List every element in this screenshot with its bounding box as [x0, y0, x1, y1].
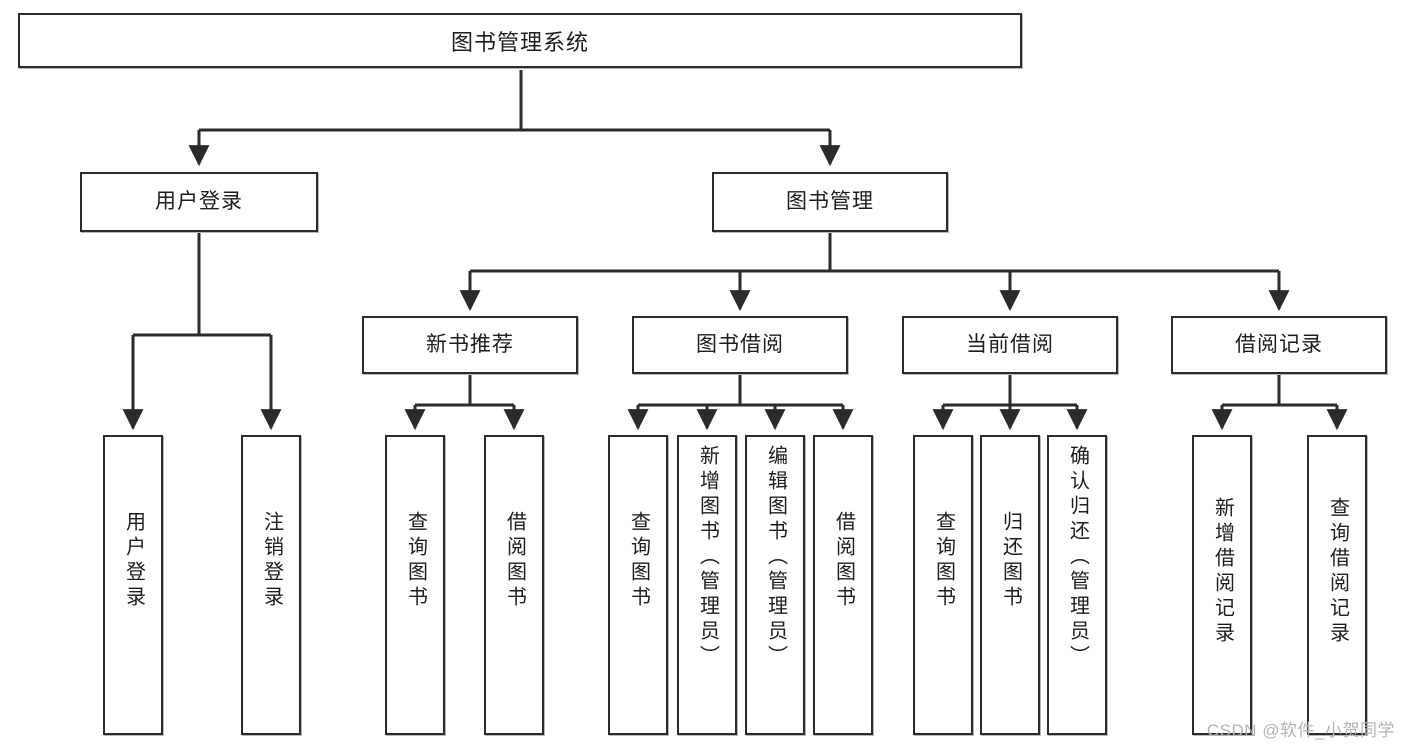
- node-label: 图书管理系统: [450, 29, 589, 55]
- node-leaf-record-query-record[interactable]: 查询借阅记录: [1307, 435, 1367, 735]
- node-label: 借阅记录: [1235, 333, 1323, 357]
- node-label: 新增借阅记录: [1211, 497, 1234, 647]
- node-leaf-borrow-edit-book-admin[interactable]: 编辑图书（管理员）: [745, 435, 805, 735]
- node-label: 编辑图书（管理员）: [764, 445, 787, 670]
- node-label: 查询借阅记录: [1326, 497, 1349, 647]
- node-label: 查询图书: [404, 511, 427, 611]
- node-label: 新增图书（管理员）: [696, 445, 719, 670]
- node-label: 当前借阅: [966, 333, 1054, 357]
- node-label: 新书推荐: [426, 333, 514, 357]
- node-label: 确认归还（管理员）: [1066, 445, 1089, 670]
- node-label: 注销登录: [260, 511, 283, 611]
- node-leaf-recommend-borrow-book[interactable]: 借阅图书: [484, 435, 544, 735]
- node-label: 用户登录: [122, 511, 145, 611]
- node-leaf-record-add-record[interactable]: 新增借阅记录: [1192, 435, 1252, 735]
- node-label: 查询图书: [932, 511, 955, 611]
- node-book-borrow[interactable]: 图书借阅: [632, 316, 848, 374]
- node-leaf-current-return-book[interactable]: 归还图书: [980, 435, 1040, 735]
- node-leaf-user-login-login[interactable]: 用户登录: [103, 435, 163, 735]
- node-leaf-borrow-add-book-admin[interactable]: 新增图书（管理员）: [677, 435, 737, 735]
- node-leaf-user-login-logout[interactable]: 注销登录: [241, 435, 301, 735]
- node-label: 图书管理: [786, 190, 874, 214]
- node-leaf-recommend-query-book[interactable]: 查询图书: [385, 435, 445, 735]
- node-book-management[interactable]: 图书管理: [712, 172, 948, 232]
- watermark-text: CSDN @软件_小贺同学: [1206, 721, 1395, 740]
- node-label: 用户登录: [155, 190, 243, 214]
- node-leaf-current-query-book[interactable]: 查询图书: [913, 435, 973, 735]
- node-new-book-recommend[interactable]: 新书推荐: [362, 316, 578, 374]
- node-label: 图书借阅: [696, 333, 784, 357]
- node-root-library-system[interactable]: 图书管理系统: [18, 13, 1022, 68]
- node-label: 查询图书: [627, 511, 650, 611]
- node-leaf-current-confirm-return-admin[interactable]: 确认归还（管理员）: [1047, 435, 1107, 735]
- node-label: 借阅图书: [832, 511, 855, 611]
- node-leaf-borrow-borrow-book[interactable]: 借阅图书: [813, 435, 873, 735]
- node-label: 归还图书: [999, 511, 1022, 611]
- node-borrow-record[interactable]: 借阅记录: [1171, 316, 1387, 374]
- node-current-borrow[interactable]: 当前借阅: [902, 316, 1118, 374]
- node-user-login[interactable]: 用户登录: [80, 172, 318, 232]
- node-label: 借阅图书: [503, 511, 526, 611]
- node-leaf-borrow-query-book[interactable]: 查询图书: [608, 435, 668, 735]
